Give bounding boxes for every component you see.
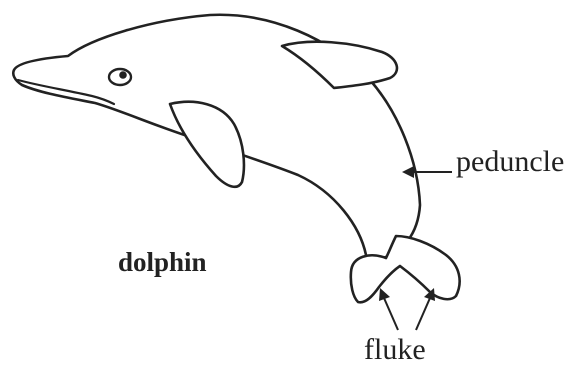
fluke-arrow-left [379,288,398,330]
fluke-arrow-right [416,288,435,330]
dolphin-label: dolphin [118,247,207,278]
fluke-label: fluke [364,333,426,367]
dolphin-pupil [119,71,127,79]
peduncle-label: peduncle [456,145,564,179]
